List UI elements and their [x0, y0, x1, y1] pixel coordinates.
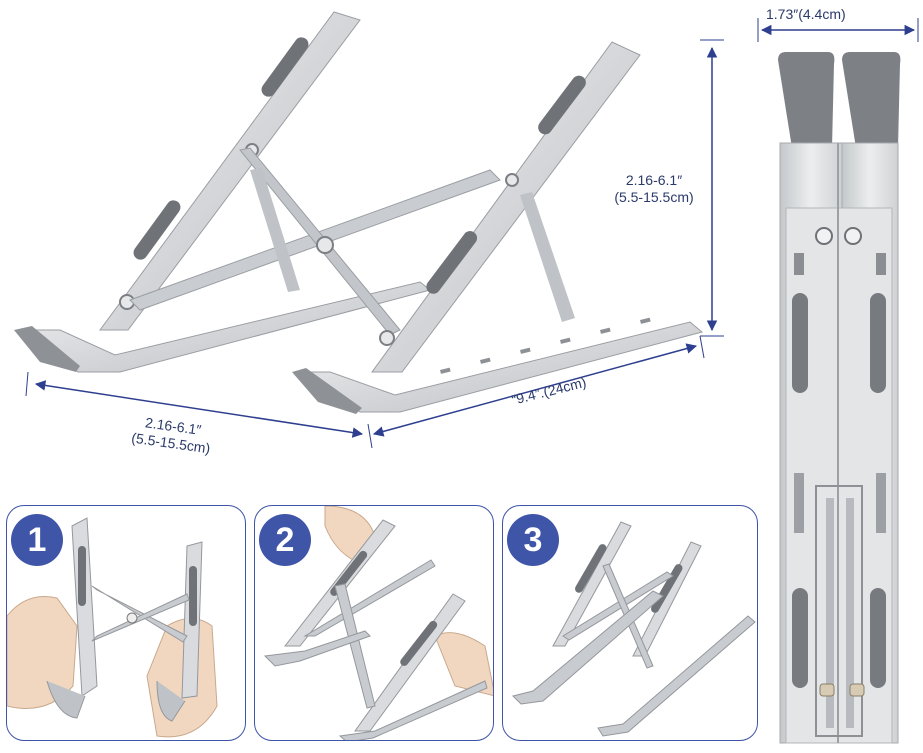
step-3-illustration — [512, 521, 756, 737]
step-panel-2: 2 — [254, 505, 494, 741]
step-1-illustration — [7, 517, 218, 738]
step-panel-3: 3 — [502, 505, 758, 741]
depth-dimension-arrow — [34, 380, 364, 438]
height-dimension-label: 2.16-6.1″ — [625, 172, 683, 188]
left-upright-arm — [99, 11, 361, 331]
step-number-badge: 2 — [259, 514, 311, 566]
length-dimension-arrow — [372, 343, 698, 437]
laptop-stand-main-illustration — [14, 11, 919, 449]
right-upright-arm — [371, 41, 641, 373]
folded-stand-illustration — [778, 52, 901, 744]
step-2-illustration — [263, 506, 493, 740]
left-base-rail — [14, 281, 432, 373]
step-panel-1: 1 — [6, 505, 246, 741]
right-base-rail — [292, 317, 704, 414]
height-dimension-label-group: 2.16-6.1″ (5.5-15.5cm) — [604, 172, 704, 206]
step-number-badge: 1 — [11, 514, 63, 566]
step-number-badge: 3 — [507, 514, 559, 566]
height-dimension-label-metric: (5.5-15.5cm) — [614, 189, 694, 205]
cross-bars — [129, 147, 501, 336]
width-dimension-label: 1.73″(4.4cm) — [766, 6, 846, 22]
